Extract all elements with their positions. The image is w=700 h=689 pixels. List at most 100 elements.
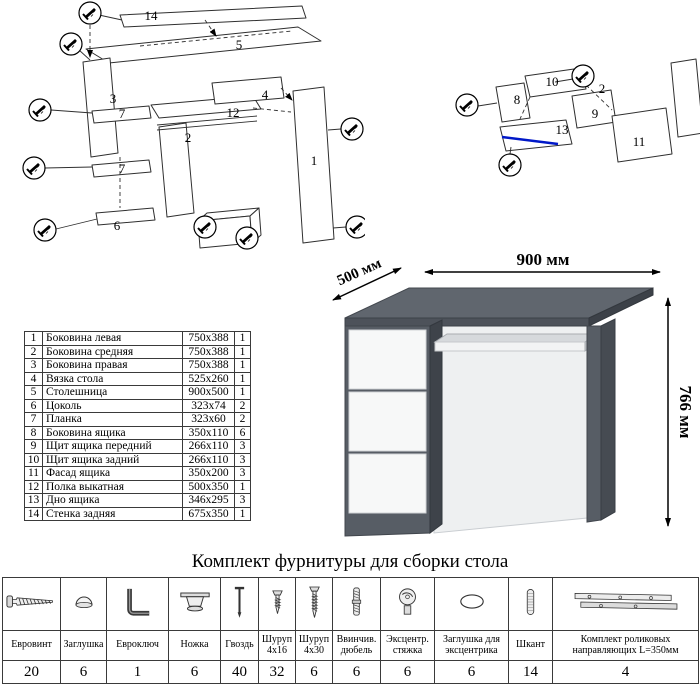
part-qty: 1 (234, 358, 251, 373)
desk-drawer-front-2 (348, 391, 427, 452)
part-size: 323x74 (182, 398, 235, 413)
part-qty: 3 (234, 466, 251, 481)
part-label: 12 (227, 105, 240, 120)
desk-top-right-edge (588, 287, 654, 327)
part-size: 900x500 (182, 385, 235, 400)
hardware-item-qty: 4 (552, 660, 699, 684)
part-strip-a (91, 105, 152, 124)
part-name: Цоколь (42, 398, 183, 413)
exploded-desk-diagram: 14 5 3 7 12 4 2 7 6 1 (21, 0, 365, 251)
screw-4x16-icon (270, 589, 285, 615)
hardware-icon-cell (508, 577, 553, 631)
part-desktop (85, 26, 322, 64)
fastener-callout-icon (497, 152, 523, 178)
part-tie (211, 76, 285, 105)
hardware-item-name: Шкант (508, 630, 553, 661)
dowel-icon (524, 587, 537, 617)
hardware-icon-cell (2, 577, 61, 631)
fastener-callout-icon (58, 31, 84, 57)
part-label: 5 (236, 37, 243, 52)
part-label: 2 (185, 130, 192, 145)
drawer-rail-highlight (501, 135, 559, 146)
fastener-callout-icon (192, 214, 218, 240)
hardware-item-name: Гвоздь (220, 630, 259, 661)
hardware-item-qty: 20 (2, 660, 61, 684)
hardware-item-qty: 6 (168, 660, 221, 684)
rail-icon (571, 589, 681, 614)
part-size: 323x60 (182, 412, 235, 427)
part-qty: 3 (234, 452, 251, 467)
part-name: Фасад ящика (42, 466, 183, 481)
leg-icon (178, 590, 212, 613)
part-back-wall (119, 5, 307, 28)
drawer-facade-panel (670, 58, 700, 138)
desk-drawer-front-3 (348, 453, 427, 514)
hardware-item-name: Заглушка для эксцентрика (434, 630, 509, 661)
part-size: 266x110 (182, 439, 235, 454)
fastener-callout-icon (77, 0, 103, 26)
assembled-desk-render: 900 мм 500 мм 766 мм (332, 250, 695, 537)
hardware-item-name: Евровинт (2, 630, 61, 661)
hardware-item-qty: 6 (380, 660, 435, 684)
part-number: 12 (24, 479, 43, 494)
part-qty: 1 (234, 479, 251, 494)
width-dimension-label: 900 мм (517, 250, 570, 269)
hardware-item-qty: 6 (434, 660, 509, 684)
hardware-item-qty: 14 (508, 660, 553, 684)
part-name: Боковина левая (42, 331, 183, 346)
drawer-side (495, 82, 531, 123)
part-name: Боковина правая (42, 358, 183, 373)
part-number: 2 (24, 344, 43, 359)
part-size: 750x388 (182, 358, 235, 373)
hardware-kit-title: Комплект фурнитуры для сборки стола (191, 551, 509, 572)
fastener-callout-icon (339, 116, 365, 142)
desk-right-panel (586, 325, 602, 523)
part-label: 10 (546, 74, 559, 89)
part-qty: 1 (234, 344, 251, 359)
part-label: 13 (556, 122, 569, 137)
part-name: Щит ящика передний (42, 439, 183, 454)
part-label: 11 (633, 134, 646, 149)
hex-key-icon (123, 586, 153, 618)
hardware-item-name: Евроключ (106, 630, 169, 661)
part-number: 7 (24, 412, 43, 427)
height-dimension-label: 766 мм (676, 386, 695, 439)
part-name: Боковина средняя (42, 344, 183, 359)
nail-icon (233, 585, 246, 619)
cap-icon (72, 592, 96, 612)
exploded-drawer-diagram: 10 8 2 9 13 11 (454, 58, 700, 178)
part-number: 8 (24, 425, 43, 440)
part-label: 1 (311, 153, 318, 168)
part-number: 9 (24, 439, 43, 454)
hardware-icon-cell (295, 577, 333, 631)
part-number: 3 (24, 358, 43, 373)
keyboard-tray-top (433, 333, 599, 343)
part-size: 500x350 (182, 479, 235, 494)
hardware-item-name: Ввинчив. дюбель (332, 630, 381, 661)
hardware-icon-cell (60, 577, 107, 631)
desk-open-bay (433, 325, 588, 534)
cam-lock-icon (395, 587, 420, 617)
part-qty: 1 (234, 385, 251, 400)
fastener-callout-icon (570, 63, 596, 89)
drawer-back-shield (524, 67, 587, 98)
hardware-item-qty: 40 (220, 660, 259, 684)
part-number: 10 (24, 452, 43, 467)
hardware-item-qty: 32 (258, 660, 296, 684)
part-size: 350x110 (182, 425, 235, 440)
part-name: Щит ящика задний (42, 452, 183, 467)
fastener-callout-icon (234, 225, 260, 251)
part-label: 14 (145, 8, 159, 23)
part-size: 525x260 (182, 371, 235, 386)
